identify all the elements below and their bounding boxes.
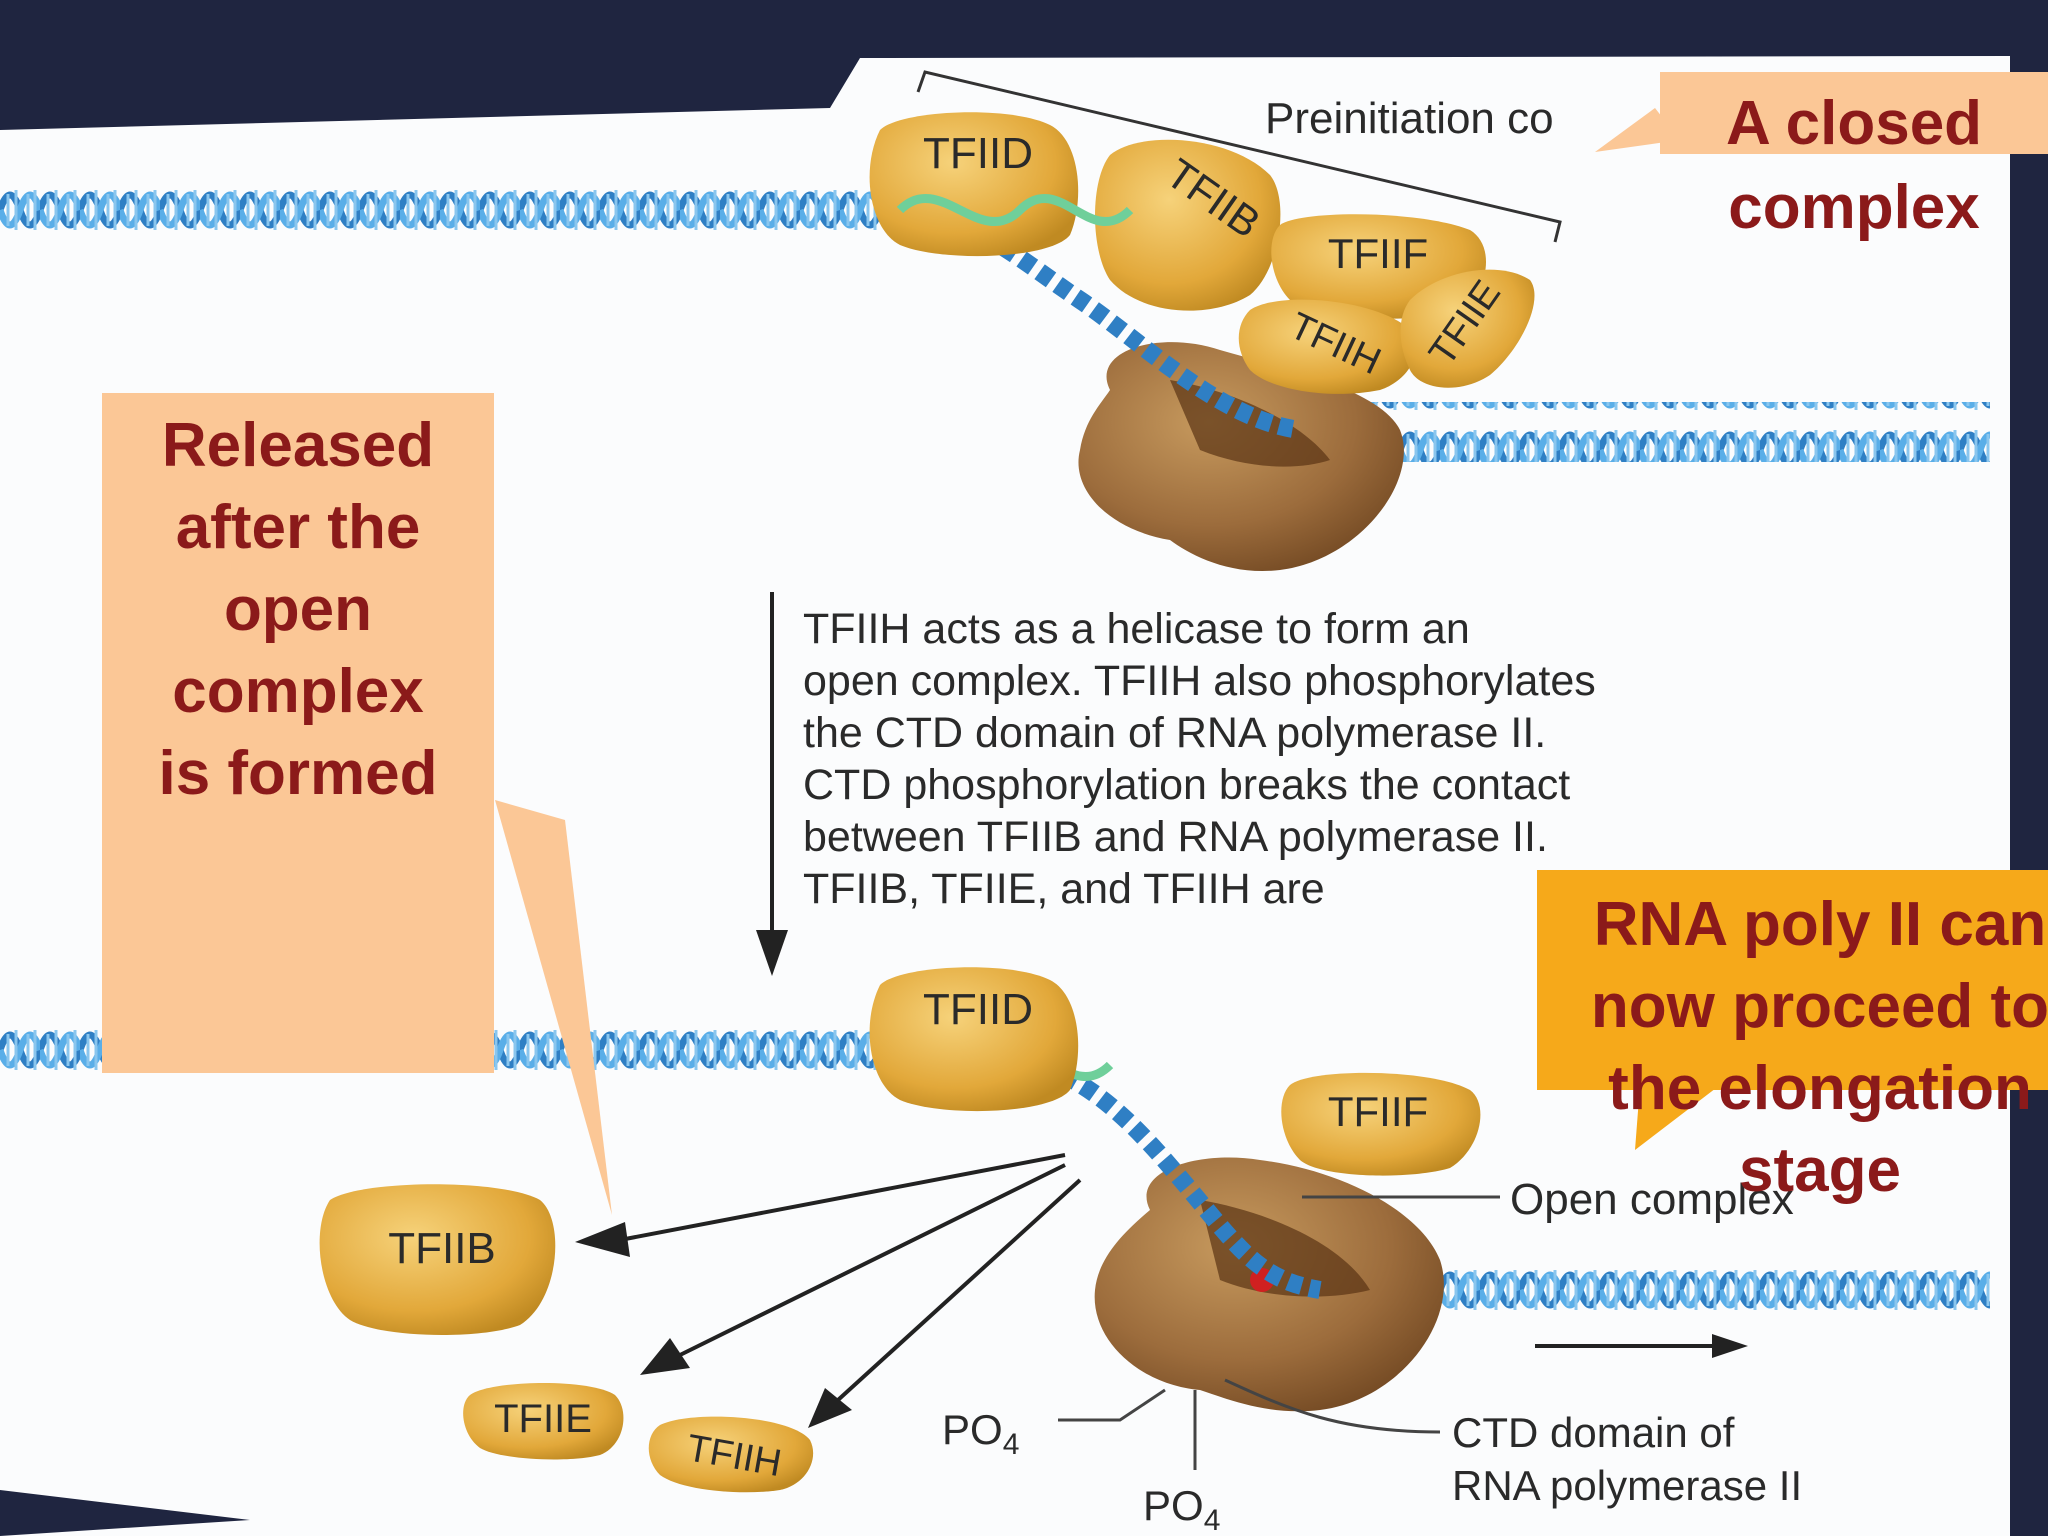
process-arrow-head (756, 930, 788, 976)
callout-released-line: Released (161, 411, 435, 480)
callout-released-line: after the (175, 493, 421, 562)
label-preinitiation: Preinitiation co (1265, 94, 1554, 143)
release-arrow-tfiih-head (808, 1388, 852, 1428)
tfiib-top-shape (1095, 139, 1281, 311)
release-arrow-tfiie-head (640, 1338, 690, 1375)
callout-rna-poly-line: the elongation (1608, 1054, 2032, 1123)
label-ctd-line2: RNA polymerase II (1452, 1462, 1802, 1509)
tfiie-released-shape (463, 1382, 624, 1460)
callout-rna-poly-tail (1635, 1085, 1720, 1150)
tfiie-top-shape (1400, 269, 1535, 388)
label-tfiid-bottom: TFIID (923, 985, 1033, 1034)
label-tfiid-top: TFIID (923, 129, 1033, 178)
callout-released-line: is formed (158, 739, 438, 808)
callout-released: Released after the open complex is forme… (102, 393, 494, 1073)
preinitiation-bracket (916, 70, 1562, 243)
callout-rna-poly (1537, 870, 2048, 1090)
top-dna-right (1290, 402, 1990, 462)
callout-closed-complex-text: A closed complex (1660, 82, 2048, 250)
callout-rna-poly-line: now proceed to (1590, 972, 2048, 1041)
tfiib-released-shape (319, 1184, 556, 1336)
callout-closed-tail (1595, 108, 1680, 152)
transcription-direction-arrow-head (1712, 1334, 1748, 1358)
release-arrow-tfiih (836, 1178, 1082, 1402)
step-line: between TFIIB and RNA polymerase II. (803, 813, 1548, 861)
tfiih-top-shape (1238, 299, 1416, 394)
tfiih-released-shape (648, 1416, 814, 1493)
tfiif-bottom-shape (1281, 1072, 1481, 1176)
label-tfiie-released: TFIIE (494, 1397, 592, 1441)
callout-released-tail (495, 800, 612, 1215)
label-open-complex: Open complex (1510, 1175, 1794, 1224)
callout-closed-complex (1660, 72, 2048, 154)
label-ctd-line1: CTD domain of (1452, 1409, 1735, 1456)
step-line: TFIIH acts as a helicase to form an (803, 605, 1470, 653)
leader-po4-left (1058, 1388, 1166, 1422)
step-line: open complex. TFIIH also phosphorylates (803, 657, 1596, 705)
callout-released-line: open (223, 575, 373, 644)
step-description: TFIIH acts as a helicase to form an open… (803, 603, 1963, 915)
callout-closed-line: A closed (1725, 89, 1983, 158)
step-line: CTD phosphorylation breaks the contact (803, 761, 1571, 809)
label-tfiib-released: TFIIB (388, 1224, 496, 1273)
callout-rna-poly-line: stage (1739, 1136, 1901, 1205)
callout-rna-poly-line: RNA poly II can (1593, 890, 2047, 959)
label-tfiif-top: TFIIF (1328, 230, 1428, 277)
figure-panel-bottom-edge (0, 1490, 250, 1536)
release-arrow-tfiie (679, 1163, 1066, 1357)
callout-closed-line: complex (1728, 173, 1980, 242)
callout-released-line: complex (172, 657, 424, 726)
step-line: the CTD domain of RNA polymerase II. (803, 709, 1547, 757)
callout-rna-poly-text: RNA poly II can now proceed to the elong… (1540, 884, 2048, 1212)
leader-ctd (1224, 1378, 1441, 1434)
label-tfiif-bottom: TFIIF (1328, 1088, 1428, 1135)
release-arrow-tfiib-head (575, 1222, 630, 1257)
rna-polymerase-top-cleft (1170, 380, 1330, 467)
top-dna-left (0, 176, 900, 236)
tfiid-bottom-shape (869, 967, 1079, 1112)
step-line: TFIIB, TFIIE, and TFIIH are (803, 865, 1325, 913)
promoter-dna-top (896, 193, 1134, 227)
tfiid-top-shape (869, 112, 1079, 257)
rna-polymerase-bottom-cleft (1200, 1200, 1370, 1297)
release-arrow-tfiib (619, 1153, 1066, 1242)
